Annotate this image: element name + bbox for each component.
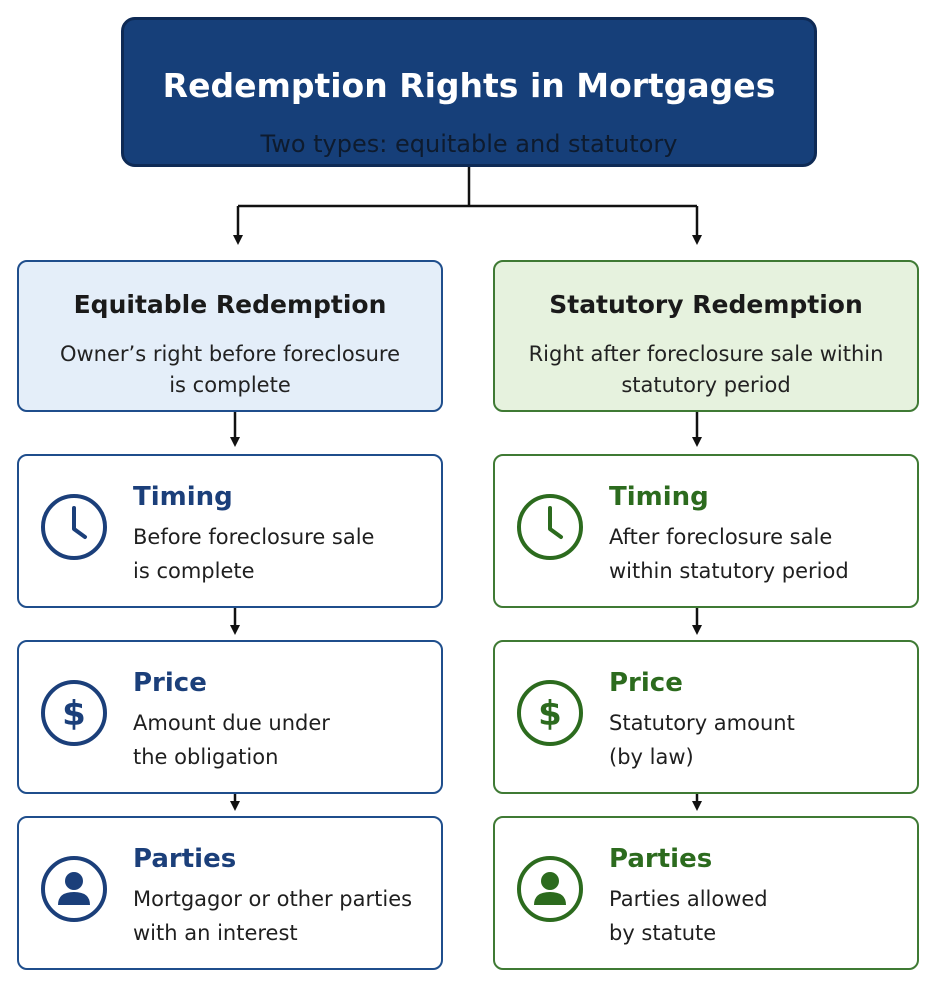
card-title: Parties bbox=[133, 844, 237, 874]
statutory-redemption-title: Statutory Redemption bbox=[549, 290, 863, 319]
clock-icon bbox=[41, 494, 107, 560]
title-box: Redemption Rights in Mortgages Two types… bbox=[121, 17, 817, 167]
card-title: Price bbox=[609, 668, 683, 698]
diagram-subtitle: Two types: equitable and statutory bbox=[260, 130, 678, 158]
clock-icon bbox=[517, 494, 583, 560]
person-icon bbox=[517, 856, 583, 922]
person-icon bbox=[41, 856, 107, 922]
equitable-redemption-box: Equitable Redemption Owner’s right befor… bbox=[17, 260, 443, 412]
statutory-price-card: $ Price Statutory amount(by law) bbox=[493, 640, 919, 794]
card-title: Parties bbox=[609, 844, 713, 874]
diagram-title: Redemption Rights in Mortgages bbox=[162, 66, 776, 105]
statutory-redemption-box: Statutory Redemption Right after foreclo… bbox=[493, 260, 919, 412]
svg-text:$: $ bbox=[62, 694, 86, 734]
card-title: Timing bbox=[609, 482, 709, 512]
statutory-redemption-description: Right after foreclosure sale within stat… bbox=[528, 342, 884, 397]
dollar-icon: $ bbox=[41, 680, 107, 746]
svg-text:$: $ bbox=[538, 694, 562, 734]
equitable-redemption-title: Equitable Redemption bbox=[73, 290, 387, 319]
card-description: Statutory amount(by law) bbox=[609, 711, 795, 769]
card-title: Timing bbox=[133, 482, 233, 512]
dollar-icon: $ bbox=[517, 680, 583, 746]
equitable-redemption-description: Owner’s right before foreclosure is comp… bbox=[59, 342, 401, 397]
branch-line bbox=[238, 167, 697, 208]
card-title: Price bbox=[133, 668, 207, 698]
